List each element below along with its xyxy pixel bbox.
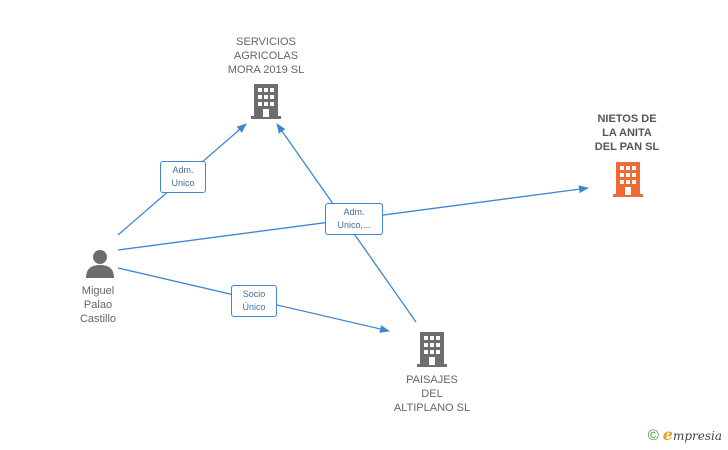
edge-label-socio-unico[interactable]: Socio Único: [231, 285, 277, 317]
person-icon-miguel[interactable]: [84, 247, 116, 279]
brand-wordmark: empresia: [662, 425, 722, 444]
edge-label-adm-unico-multi[interactable]: Adm. Unico,...: [325, 203, 385, 238]
node-label-paisajes: PAISAJES DEL ALTIPLANO SL: [393, 374, 471, 414]
building-icon-nietos[interactable]: [612, 162, 644, 198]
building-icon-paisajes[interactable]: [416, 332, 448, 368]
node-label-nietos: NIETOS DE LA ANITA DEL PAN SL: [594, 113, 660, 153]
copyright-icon: ©: [647, 427, 659, 444]
node-label-servicios: SERVICIOS AGRICOLAS MORA 2019 SL: [227, 36, 305, 76]
building-icon-servicios[interactable]: [250, 84, 282, 120]
empresia-brand: ©empresia: [648, 425, 722, 444]
edge-label-adm-unico[interactable]: Adm. Unico: [160, 161, 206, 193]
node-label-miguel: Miguel Palao Castillo: [79, 285, 117, 325]
